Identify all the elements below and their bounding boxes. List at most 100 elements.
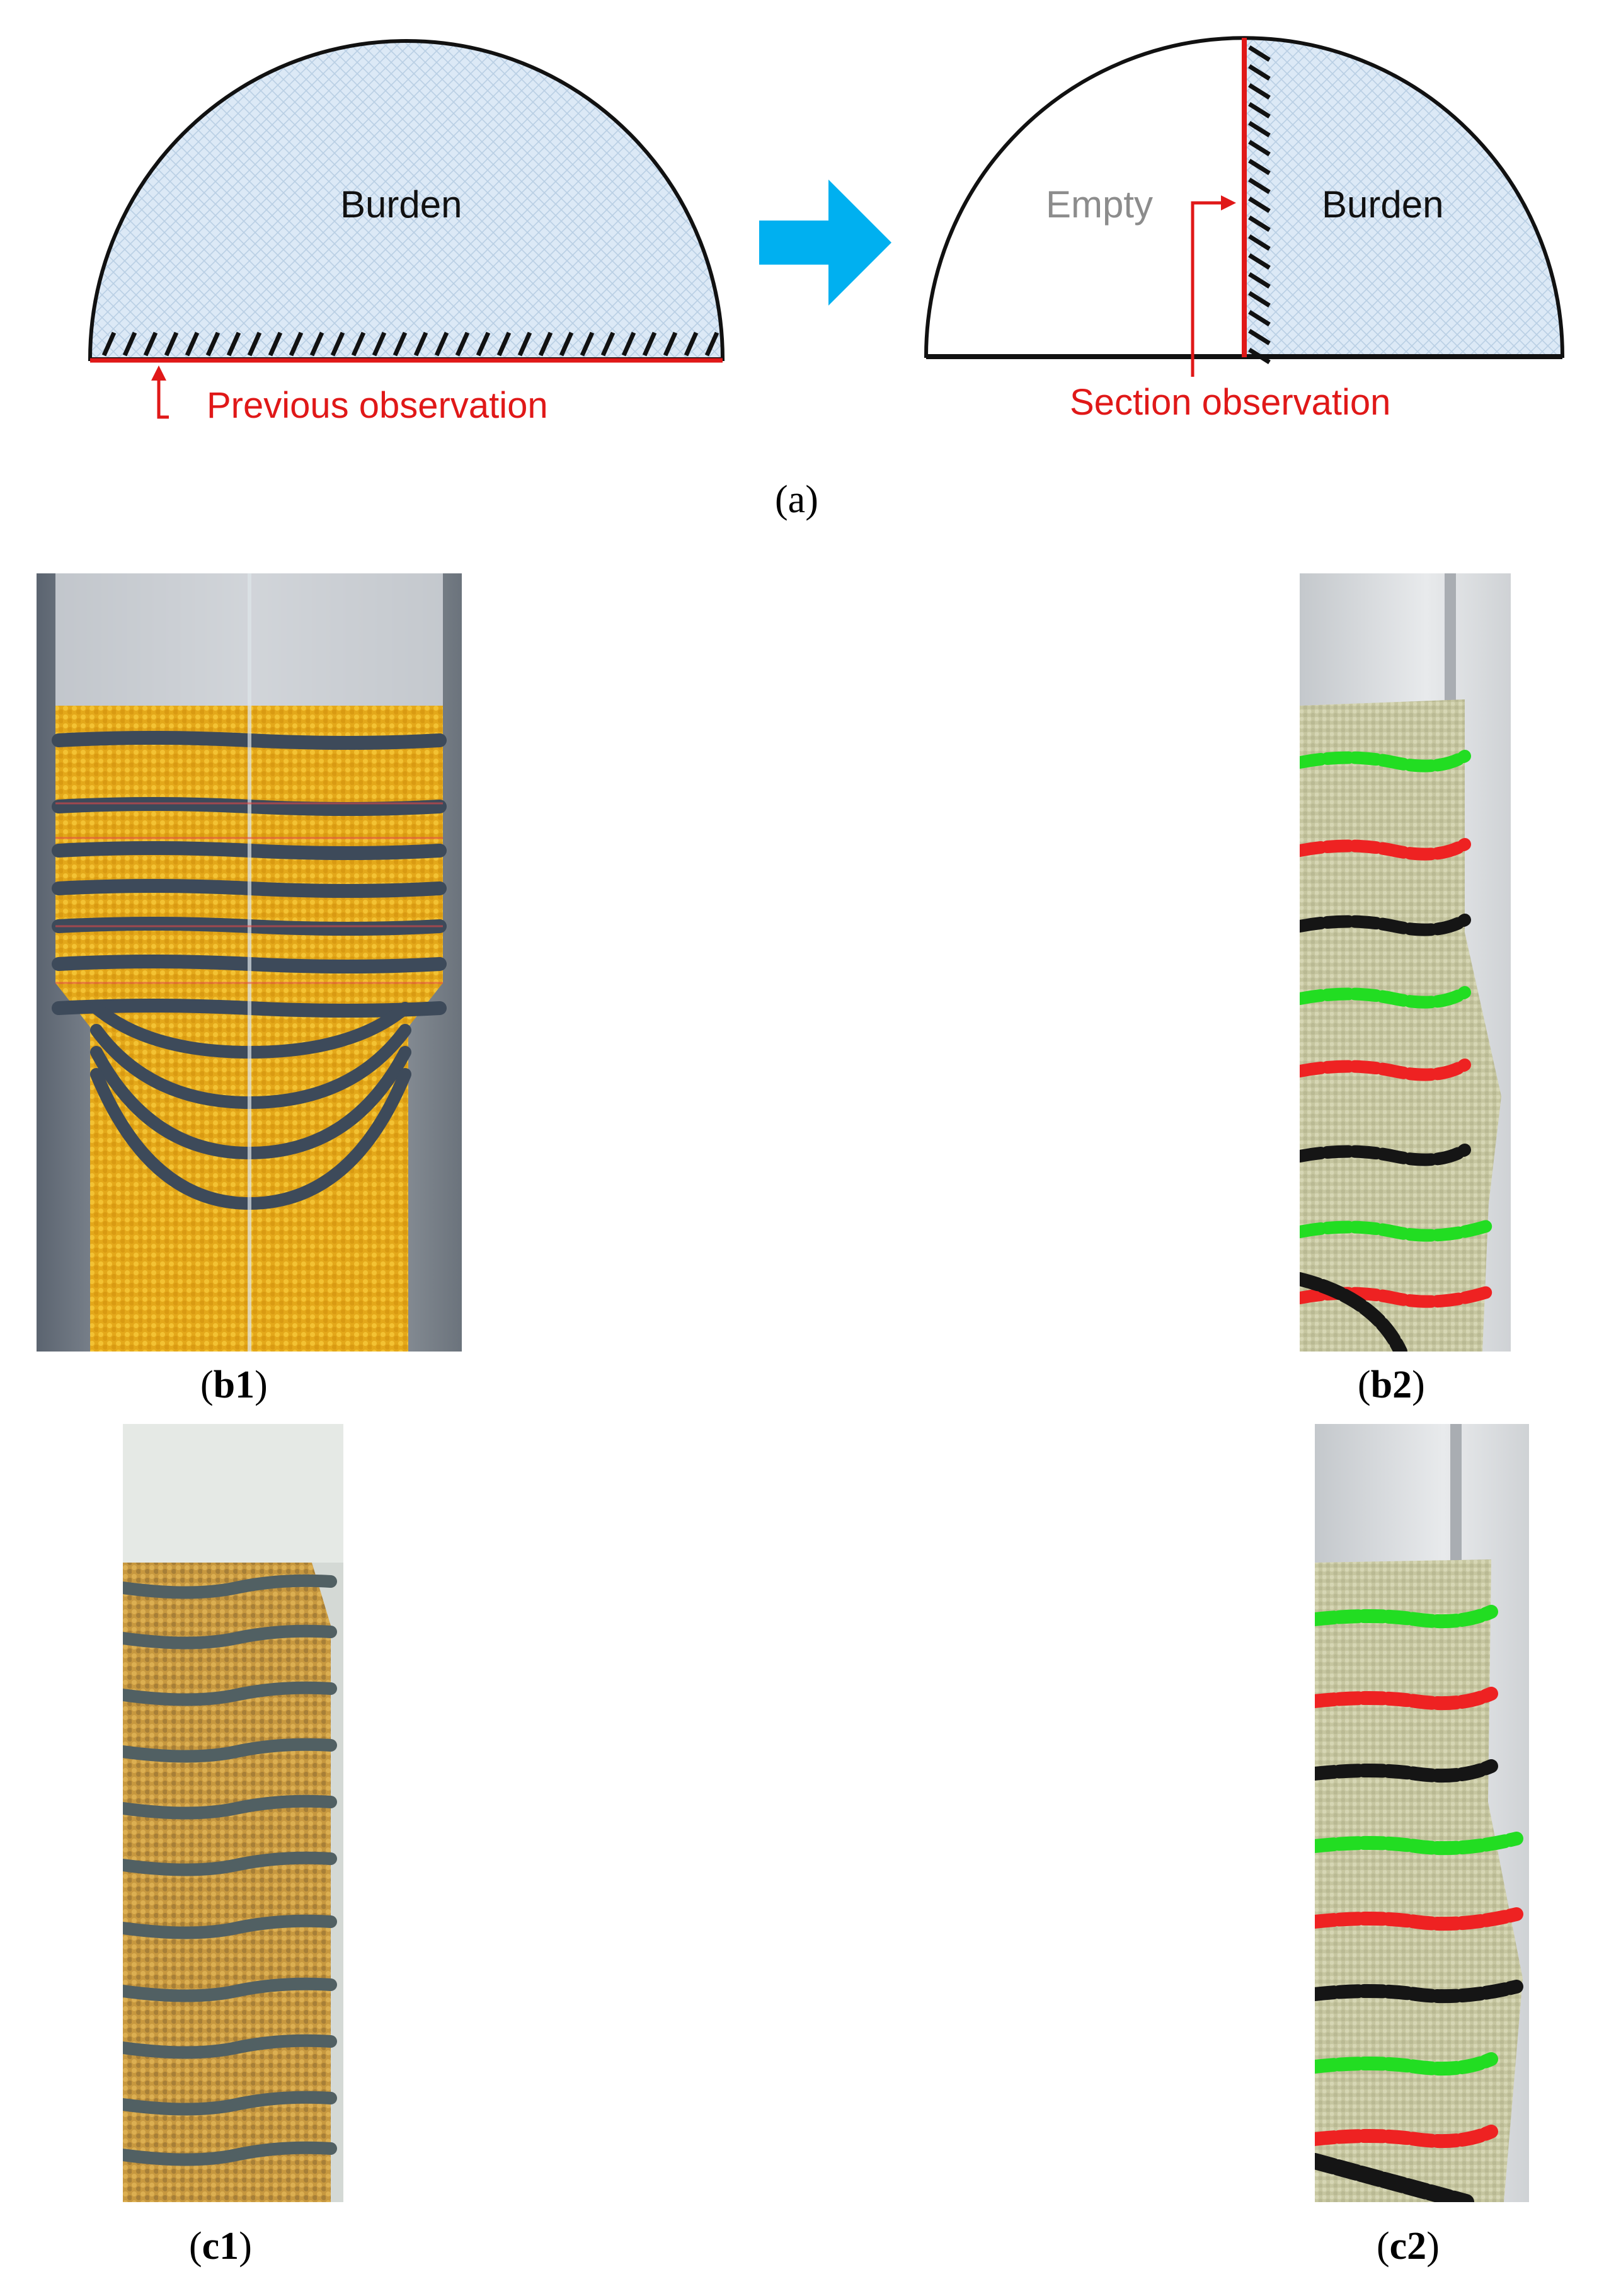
hatch-mark: [1248, 253, 1271, 270]
caption-a-open: (: [775, 478, 788, 521]
hatch-mark: [1248, 215, 1271, 232]
caption-c1-close: ): [239, 2225, 252, 2268]
hatch-mark: [247, 331, 262, 357]
hatch-mark: [1248, 197, 1271, 213]
hatch-mark: [1248, 310, 1271, 326]
c2-layer: [1315, 2125, 1498, 2149]
caption-b1-close: ): [255, 1363, 268, 1406]
panel-c2-simulation: [1315, 1424, 1529, 2202]
caption-c2-close: ): [1426, 2225, 1440, 2268]
hatch-mark: [205, 331, 221, 357]
hatch-mark: [226, 331, 241, 357]
hatch-mark: [1248, 140, 1271, 156]
hatch-mark: [538, 331, 553, 357]
caption-a-close: ): [805, 478, 818, 521]
c2-layer: [1315, 1605, 1498, 1629]
hatch-mark: [1248, 178, 1271, 194]
hatch-mark: [455, 331, 470, 357]
hatch-mark: [1248, 272, 1271, 289]
previous-observation-pointer: [157, 370, 169, 419]
hatch-mark: [185, 331, 200, 357]
c1-layer: [123, 2034, 337, 2059]
b2-layer: [1300, 838, 1471, 861]
hatch-mark: [268, 331, 283, 357]
hatch-mark: [476, 331, 491, 357]
section-observation-pointer: [1191, 201, 1227, 377]
hatch-mark: [1248, 45, 1271, 62]
right-section-dome: [924, 36, 1565, 377]
empty-label: Empty: [1046, 183, 1154, 226]
hatch-mark: [1248, 102, 1271, 118]
c1-layer: [123, 1681, 337, 1706]
panel-b1-experiment-photo: [37, 573, 462, 1352]
c1-layer: [123, 1977, 337, 2002]
hatch-mark: [289, 331, 304, 357]
c1-layer: [123, 1624, 337, 1650]
hatch-mark: [642, 331, 657, 357]
previous-observation-label: Previous observation: [207, 385, 548, 426]
c1-layer: [123, 1914, 337, 1939]
hatch-mark: [496, 331, 512, 357]
b2-layer: [1300, 914, 1471, 936]
c2-layer: [1315, 1907, 1523, 1931]
c1-layer: [123, 2141, 337, 2166]
hatch-mark: [1248, 64, 1271, 81]
caption-c1-open: (: [189, 2225, 202, 2268]
caption-a-letter: a: [788, 478, 806, 521]
hatch-mark: [413, 331, 428, 357]
left-burden-dome: [88, 39, 725, 419]
hatch-mark: [351, 331, 366, 357]
hatch-mark: [1248, 348, 1271, 364]
c1-dark-layers: [123, 1574, 337, 2166]
hatch-mark: [434, 331, 449, 357]
transition-arrow: [759, 180, 891, 306]
c2-colored-layers: [1315, 1605, 1523, 2202]
caption-b1: (b1): [200, 1363, 268, 1408]
hatch-mark: [372, 331, 387, 357]
b2-layer: [1300, 1144, 1471, 1166]
c2-layer: [1315, 2052, 1498, 2076]
caption-c2-open: (: [1377, 2225, 1390, 2268]
hatch-mark: [392, 331, 408, 357]
b2-layer: [1300, 1272, 1407, 1352]
caption-b2-open: (: [1358, 1363, 1371, 1406]
hatch-mark: [704, 331, 719, 357]
hatch-mark: [164, 331, 179, 357]
hatch-mark: [1248, 329, 1271, 345]
b2-layer: [1300, 750, 1471, 772]
hatch-mark: [330, 331, 345, 357]
hatch-mark: [143, 331, 158, 357]
hatch-mark: [600, 331, 616, 357]
left-burden-label: Burden: [340, 183, 462, 226]
hatch-mark: [517, 331, 532, 357]
right-burden-label: Burden: [1322, 183, 1444, 226]
caption-c2: (c2): [1377, 2224, 1440, 2269]
panel-c1-experiment-photo: [123, 1424, 343, 2202]
section-hatch-marks: [1248, 45, 1271, 364]
caption-c1: (c1): [189, 2224, 252, 2269]
caption-b2: (b2): [1358, 1363, 1425, 1408]
caption-b1-letter: b1: [213, 1363, 255, 1406]
c2-layer: [1315, 2153, 1474, 2202]
c2-layer: [1315, 1980, 1523, 2004]
c1-layer: [123, 2091, 337, 2116]
caption-c1-letter: c1: [202, 2225, 239, 2268]
panel-b2-simulation: [1300, 573, 1511, 1352]
c1-layer: [123, 1574, 337, 1599]
caption-c2-letter: c2: [1389, 2225, 1427, 2268]
hatch-mark: [1248, 291, 1271, 307]
c2-layer: [1315, 1759, 1498, 1783]
hatch-mark: [1248, 121, 1271, 137]
diagram-a: [88, 36, 1565, 419]
hatch-mark: [559, 331, 574, 357]
hatch-mark: [101, 331, 117, 357]
c2-layer: [1315, 1832, 1523, 1856]
c1-layer: [123, 1738, 337, 1763]
hatch-mark: [122, 331, 137, 357]
hatch-mark: [1248, 83, 1271, 100]
section-observation-label: Section observation: [1070, 382, 1391, 423]
base-hatch-marks: [101, 331, 719, 357]
hatch-mark: [1248, 234, 1271, 251]
b2-layer: [1300, 986, 1471, 1009]
hatch-mark: [621, 331, 636, 357]
